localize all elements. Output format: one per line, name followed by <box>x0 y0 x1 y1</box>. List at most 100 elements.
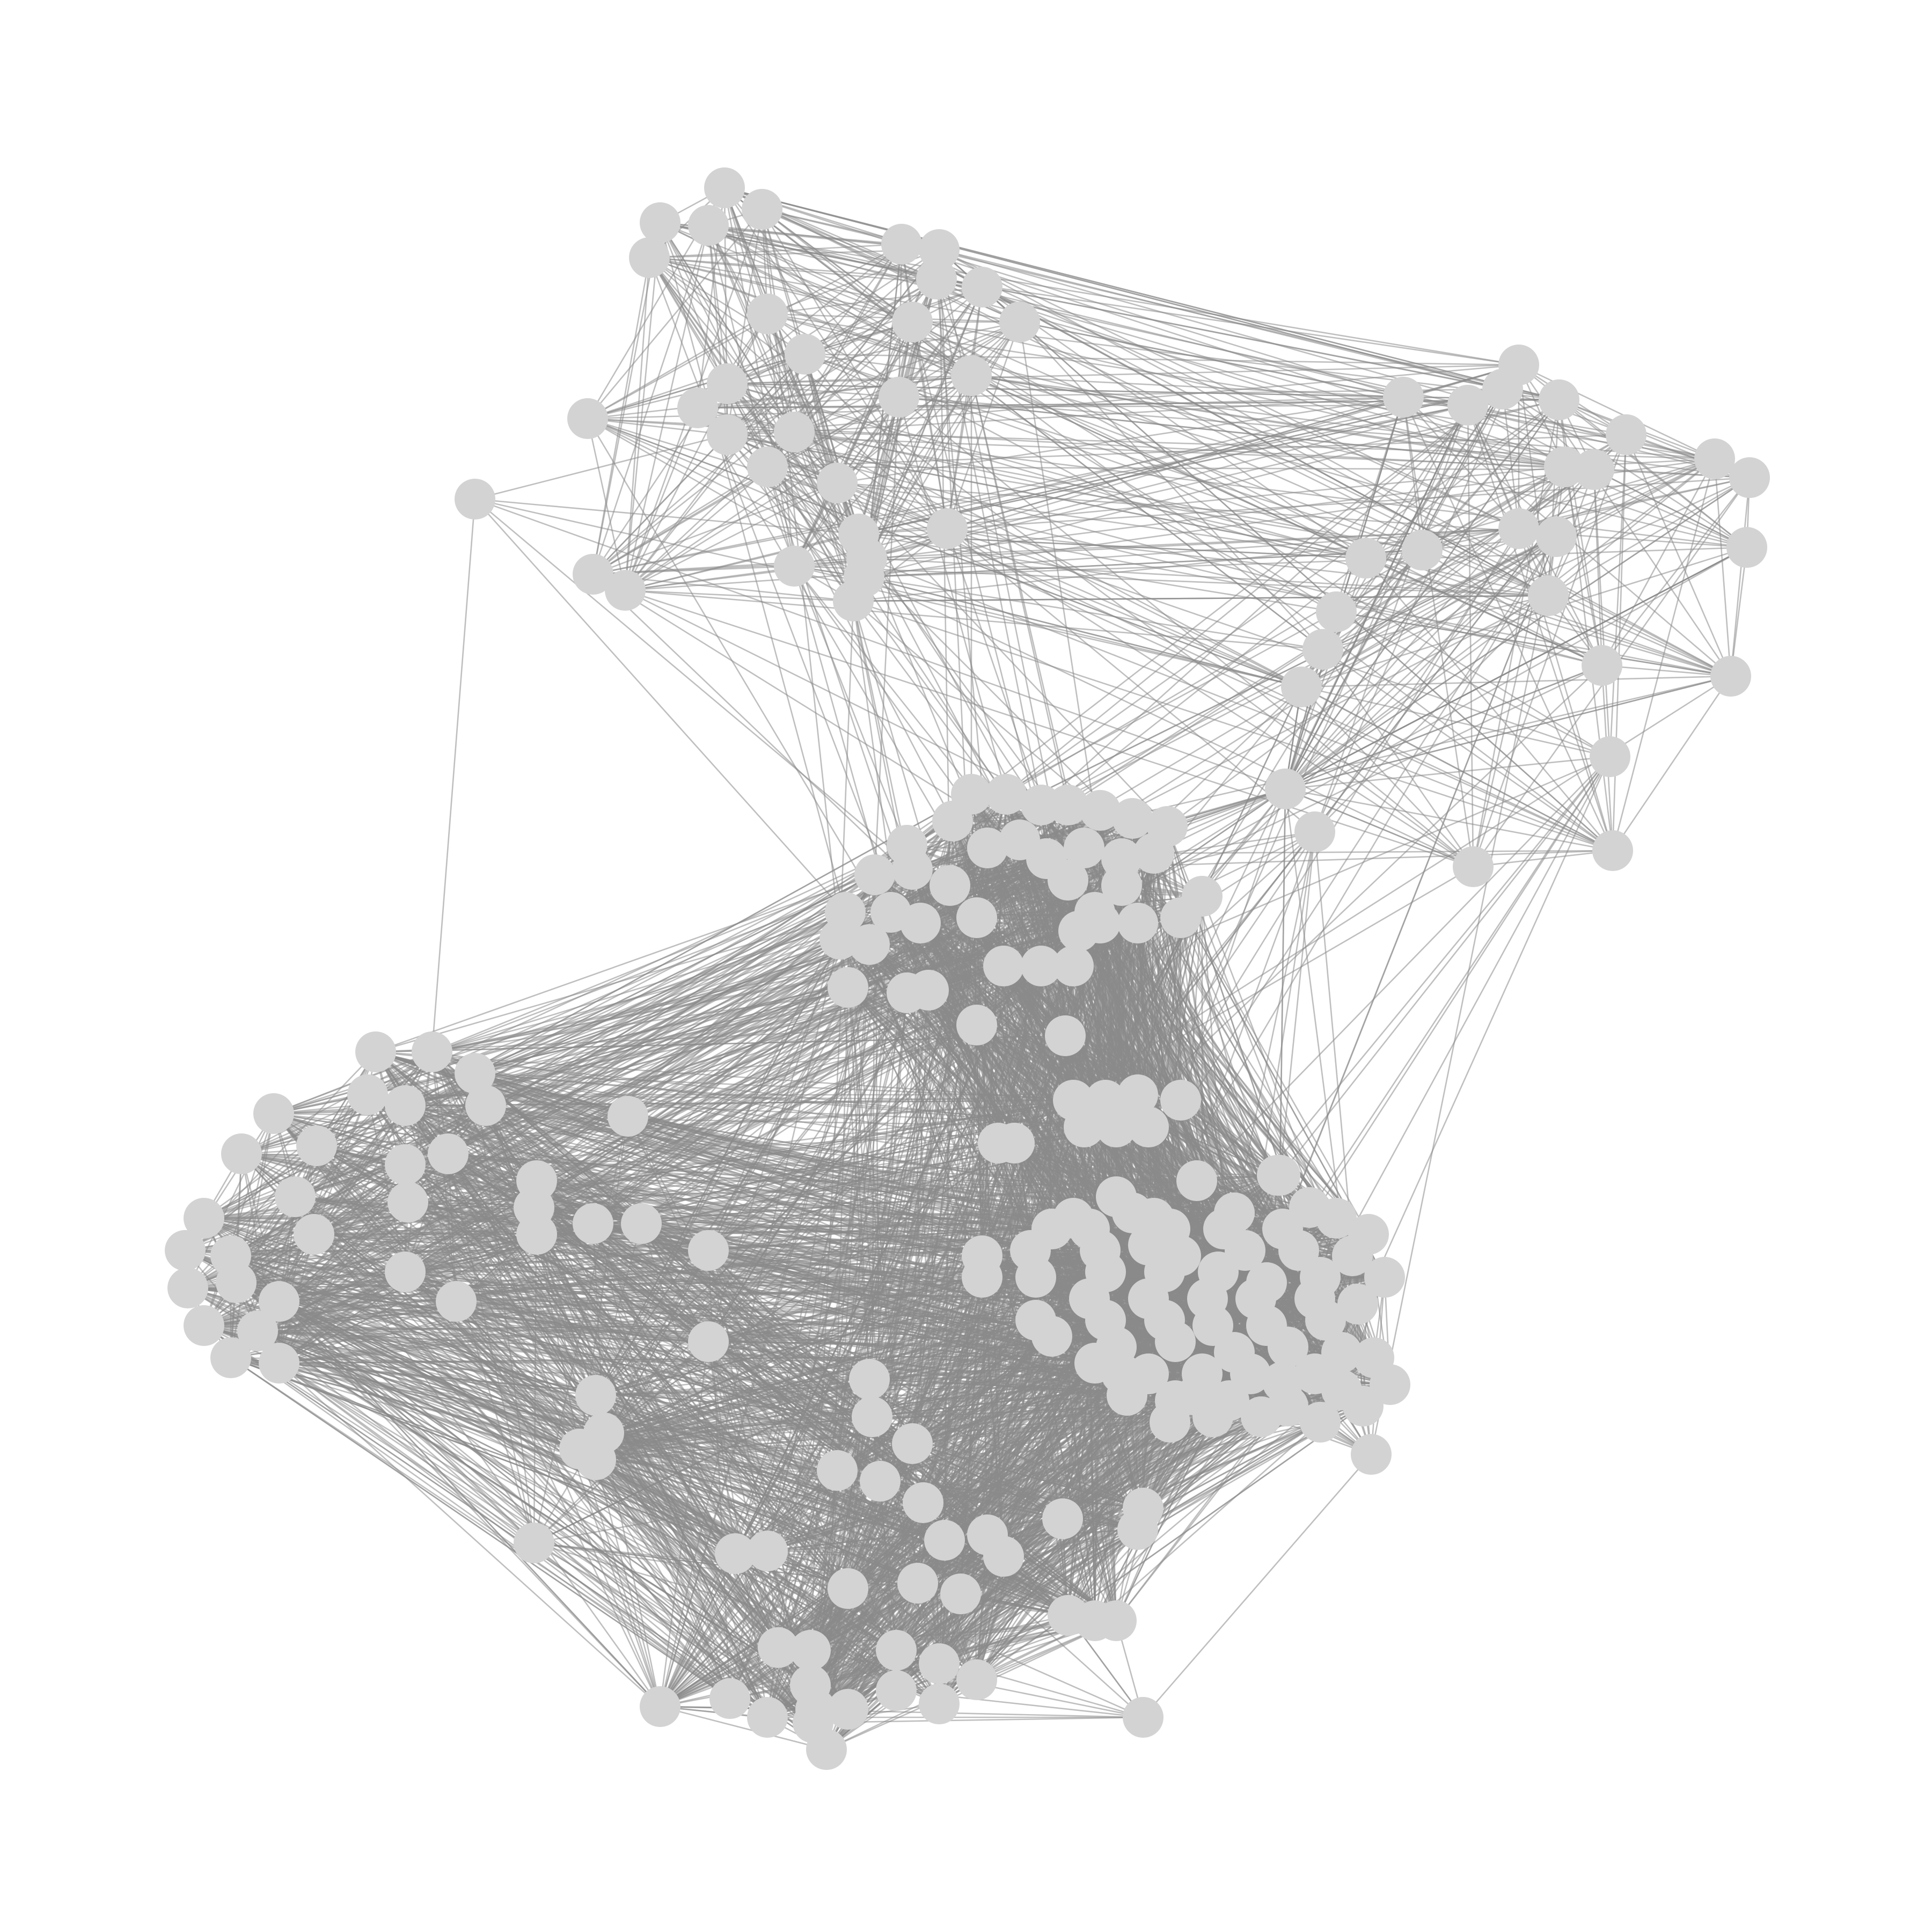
graph-edge <box>1601 664 1731 677</box>
graph-edge <box>624 407 699 591</box>
graph-edge <box>1601 477 1751 666</box>
graph-edge <box>794 396 1404 433</box>
graph-edge <box>697 404 1468 409</box>
graph-edge <box>592 354 806 575</box>
graph-edge <box>866 528 1519 559</box>
graph-edge <box>971 375 1594 471</box>
graph-edge <box>431 804 1042 1053</box>
graph-edge <box>767 466 1613 852</box>
graph-edge <box>1612 676 1732 851</box>
graph-edge <box>707 225 838 484</box>
graph-edge <box>660 222 1503 390</box>
graph-edge <box>313 1234 814 1723</box>
graph-edge <box>625 589 1323 650</box>
graph-edge <box>431 930 1079 1053</box>
graph-edge <box>1322 648 1613 852</box>
graph-edge <box>587 418 867 559</box>
graph-edge <box>1730 477 1751 677</box>
graph-edge <box>912 321 1366 559</box>
graph-edge <box>203 1324 730 1700</box>
graph-edge <box>853 595 1549 602</box>
graph-edge <box>767 313 899 398</box>
graph-edge <box>971 375 1750 479</box>
graph-edge <box>837 396 1404 484</box>
graph-edge <box>793 431 854 602</box>
graph-edge <box>767 466 1594 471</box>
graph-edge <box>405 884 1122 1107</box>
graph-edge <box>587 313 768 420</box>
graph-edge <box>794 431 1423 551</box>
graph-edge <box>375 874 875 1053</box>
graph-edge <box>1019 321 1404 398</box>
graph-edge <box>1115 1416 1214 1621</box>
graph-edge <box>649 257 1020 323</box>
graph-edge <box>592 222 661 575</box>
graph-edge <box>707 225 728 384</box>
graph-edge <box>1143 1416 1262 1509</box>
graph-edge <box>257 943 870 1332</box>
graph-edge <box>863 546 1747 578</box>
graph-edge <box>863 576 1302 688</box>
graph-edge <box>660 1706 827 1751</box>
graph-edge <box>947 364 1519 530</box>
graph-edge <box>660 222 1519 366</box>
graph-edge <box>971 375 1404 398</box>
graph-edge <box>1547 434 1627 596</box>
graph-edge <box>727 364 1519 436</box>
graph-edge <box>649 257 1565 468</box>
graph-edge <box>708 224 1750 479</box>
graph-edge <box>1131 818 1370 1235</box>
graph-edge <box>804 354 838 484</box>
graph-edge <box>474 498 1611 758</box>
graph-edge <box>901 243 1519 530</box>
graph-edge <box>592 257 650 575</box>
graph-edge <box>587 418 728 436</box>
graph-edge <box>587 243 902 420</box>
graph-edge <box>866 557 1613 852</box>
graph-edge <box>724 187 1594 471</box>
graph-edge <box>804 353 1731 677</box>
graph-edge <box>836 321 913 484</box>
graph-edge <box>898 396 1715 460</box>
graph-edge <box>1402 397 1474 867</box>
graph-edge <box>474 498 1286 790</box>
graph-edge <box>939 248 1519 530</box>
graph-edge <box>697 407 1549 597</box>
graph-edges <box>184 187 1751 1751</box>
graph-edge <box>947 477 1750 530</box>
graph-edge <box>1365 558 1613 851</box>
graph-edge <box>625 589 854 602</box>
graph-edge <box>858 321 913 535</box>
graph-edge <box>1548 477 1750 597</box>
graph-edge <box>947 528 1474 868</box>
graph-edge <box>1558 399 1747 548</box>
graph-edge <box>794 565 1549 597</box>
graph-edge <box>579 1448 661 1707</box>
graph-edge <box>587 418 865 578</box>
graph-edge <box>1593 469 1747 548</box>
graph-edge <box>982 286 1366 559</box>
graph-edge <box>863 576 1474 868</box>
graph-edge <box>863 549 1423 578</box>
graph-edge <box>1730 547 1748 677</box>
graph-edge <box>485 1104 1117 1622</box>
graph-edge <box>367 844 908 1096</box>
graph-edge <box>858 533 1731 677</box>
graph-edge <box>257 1330 768 1552</box>
graph-edge <box>936 278 1747 548</box>
graph-edge <box>863 399 1560 578</box>
graph-edge <box>794 431 1747 548</box>
graph-edge <box>804 353 972 377</box>
graph-edge <box>727 383 1731 677</box>
graph-edge <box>592 313 769 575</box>
graph-edge <box>727 243 902 385</box>
graph-edge <box>579 1448 731 1699</box>
graph-edge <box>1601 458 1716 666</box>
graph-edge <box>1322 595 1549 650</box>
graph-edge <box>624 222 661 591</box>
graph-edge <box>1518 364 1715 460</box>
graph-edge <box>587 418 859 535</box>
graph-edge <box>938 1212 1235 1664</box>
graph-edge <box>257 1330 730 1700</box>
graph-edge <box>587 418 626 591</box>
